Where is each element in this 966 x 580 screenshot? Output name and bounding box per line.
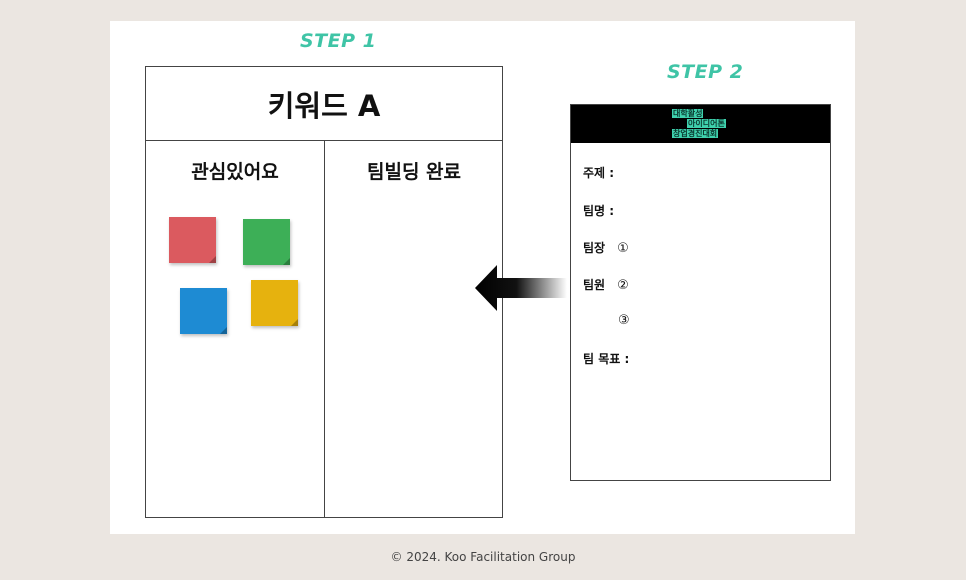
sticky-note-green[interactable]	[243, 219, 290, 265]
field-team-name: 팀명 :	[583, 204, 615, 218]
field-team-goal: 팀 목표 :	[583, 352, 630, 366]
step1-label: STEP 1	[300, 30, 377, 52]
field-member-label: 팀원	[583, 278, 606, 292]
sticky-note-yellow[interactable]	[251, 280, 298, 326]
column-title-team-complete: 팀빌딩 완료	[366, 161, 461, 183]
member-number-2-text: ③	[618, 313, 630, 328]
column-divider	[324, 140, 325, 517]
form-header-line-1: 대학활성	[672, 109, 704, 118]
sticky-note-blue[interactable]	[180, 288, 227, 334]
member-number-2: ③	[618, 313, 630, 328]
team-application-form: 대학활성 아이디어톤 창업경진대회 주제 : 팀명 : 팀장 ① 팀원 ② ③ 팀 …	[570, 104, 831, 481]
sticky-note-red[interactable]	[169, 217, 216, 263]
slide-canvas: STEP 1 STEP 2 키워드 A 관심있어요 팀빌딩 완료 대학활성 아이…	[110, 21, 855, 534]
column-title-interested: 관심있어요	[191, 161, 279, 183]
form-header-line-3: 창업경진대회	[672, 129, 719, 138]
field-member: 팀원 ②	[583, 276, 629, 293]
field-topic: 주제 :	[583, 166, 615, 180]
field-leader: 팀장 ①	[583, 239, 629, 256]
copyright-footer: © 2024. Koo Facilitation Group	[390, 550, 576, 564]
leader-number: ①	[617, 241, 629, 256]
step2-label: STEP 2	[667, 61, 744, 83]
field-leader-label: 팀장	[583, 241, 606, 255]
keyword-board: 키워드 A 관심있어요 팀빌딩 완료	[145, 66, 503, 518]
form-header: 대학활성 아이디어톤 창업경진대회	[571, 105, 830, 143]
board-title: 키워드 A	[146, 67, 502, 141]
arrow-left-icon	[475, 265, 567, 311]
member-number-1: ②	[617, 278, 629, 293]
form-header-line-2: 아이디어톤	[687, 119, 726, 128]
